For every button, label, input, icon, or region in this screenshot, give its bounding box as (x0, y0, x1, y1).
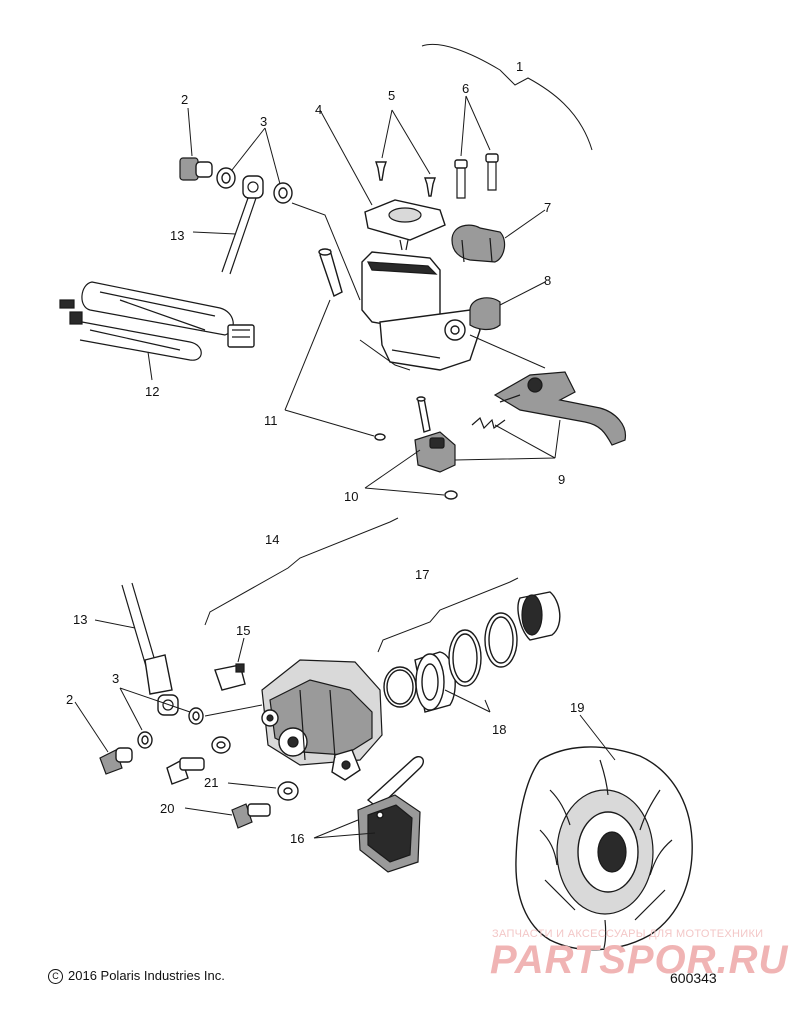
watermark-brand: PARTSPOR.RU (490, 938, 789, 982)
banjo-bolt-top (179, 157, 213, 181)
clamp (451, 224, 506, 263)
lever-pin (416, 396, 431, 433)
mounting-bolt (231, 803, 271, 829)
brake-line-bottom (121, 582, 179, 716)
pad-spring (366, 756, 424, 809)
caliper-piston-group (383, 591, 561, 713)
caliper-bolt (166, 757, 205, 785)
callout-5: 5 (388, 88, 395, 103)
lever-spring (471, 416, 506, 430)
callout-21: 21 (204, 775, 218, 790)
callout-15: 15 (236, 623, 250, 638)
callout-6: 6 (462, 81, 469, 96)
e-clip-11 (374, 433, 386, 441)
callout-19: 19 (570, 700, 584, 715)
callout-10: 10 (344, 489, 358, 504)
brake-disc (515, 746, 693, 951)
master-cylinder-body (361, 251, 501, 371)
callout-9: 9 (558, 472, 565, 487)
clamp-screws (454, 153, 499, 199)
banjo-bolt-bottom (99, 747, 133, 775)
callout-14: 14 (265, 532, 279, 547)
reservoir-cap (364, 199, 446, 251)
callout-17: 17 (415, 567, 429, 582)
callout-11: 11 (264, 413, 278, 428)
callout-13-top: 13 (170, 228, 184, 243)
bracket-14 (204, 517, 399, 626)
brake-caliper (261, 659, 383, 781)
wiring-harness (59, 281, 255, 361)
cap-screws (375, 161, 436, 197)
copyright-notice: C 2016 Polaris Industries Inc. (48, 968, 225, 984)
callout-12: 12 (145, 384, 159, 399)
watermark-tagline: ЗАПЧАСТИ И АКСЕССУАРЫ ДЛЯ МОТОТЕХНИКИ (492, 928, 764, 940)
pivot-pin (318, 248, 343, 297)
callout-16: 16 (290, 831, 304, 846)
diagram-id: 600343 (670, 970, 717, 986)
brake-switch (414, 431, 456, 473)
callout-4: 4 (315, 102, 322, 117)
callout-7: 7 (544, 200, 551, 215)
callout-2-bottom: 2 (66, 692, 73, 707)
brake-lever (493, 371, 627, 446)
brake-pads (357, 794, 421, 873)
callout-8: 8 (544, 273, 551, 288)
callout-13-bottom: 13 (73, 612, 87, 627)
bleeder-valve (214, 663, 246, 691)
bracket-1 (421, 43, 593, 151)
e-clip-10 (444, 490, 458, 500)
callout-3-top: 3 (260, 114, 267, 129)
brake-line-top (221, 175, 264, 275)
callout-1: 1 (516, 59, 523, 74)
callout-20: 20 (160, 801, 174, 816)
copyright-text: 2016 Polaris Industries Inc. (68, 968, 225, 983)
copyright-icon: C (48, 969, 63, 984)
callout-18: 18 (492, 722, 506, 737)
callout-2-top: 2 (181, 92, 188, 107)
bracket-17 (377, 577, 519, 653)
callout-3-bottom: 3 (112, 671, 119, 686)
